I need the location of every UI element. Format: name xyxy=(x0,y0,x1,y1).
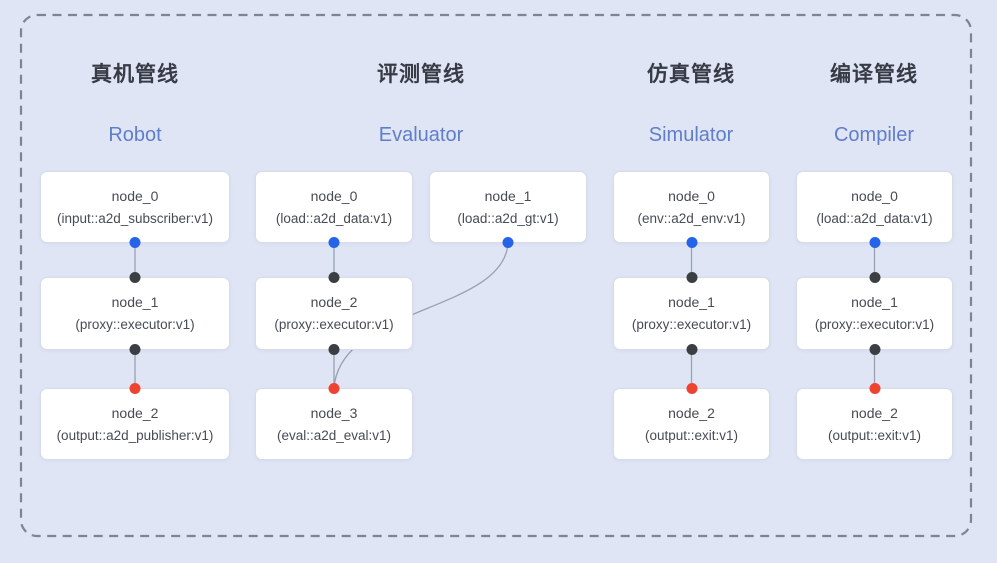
node-type: (load::a2d_data:v1) xyxy=(275,210,393,226)
node-title: node_2 xyxy=(111,404,159,421)
output-port-icon xyxy=(502,237,514,248)
node-title: node_2 xyxy=(851,404,898,421)
input-port-icon xyxy=(129,272,141,283)
output-port-icon xyxy=(686,237,697,248)
input-port-icon xyxy=(328,383,340,394)
node-type: (load::a2d_data:v1) xyxy=(816,210,933,226)
node-type: (output::a2d_publisher:v1) xyxy=(56,427,214,443)
pipeline-title-zh: 评测管线 xyxy=(377,63,465,86)
output-port-icon xyxy=(129,344,141,355)
node-type: (output::exit:v1) xyxy=(644,427,739,443)
node-simulator-node0[interactable]: node_0 (env::a2d_env:v1) xyxy=(613,171,770,248)
node-title: node_0 xyxy=(668,187,715,204)
node-title: node_0 xyxy=(111,187,159,204)
node-evaluator-node3[interactable]: node_3 (eval::a2d_eval:v1) xyxy=(255,383,413,460)
node-type: (proxy::executor:v1) xyxy=(274,317,394,332)
pipeline-title-zh: 编译管线 xyxy=(830,63,918,86)
output-port-icon xyxy=(686,344,697,355)
output-port-icon xyxy=(328,344,340,355)
node-title: node_1 xyxy=(111,294,159,310)
pipeline-title-en: Evaluator xyxy=(378,124,464,146)
node-simulator-node1[interactable]: node_1 (proxy::executor:v1) xyxy=(613,272,770,355)
output-port-icon xyxy=(869,344,880,355)
node-title: node_0 xyxy=(851,187,898,204)
pipeline-title-en: Simulator xyxy=(648,124,734,146)
input-port-icon xyxy=(686,272,697,283)
output-port-icon xyxy=(129,237,141,248)
node-evaluator-node2[interactable]: node_2 (proxy::executor:v1) xyxy=(255,272,413,355)
node-type: (eval::a2d_eval:v1) xyxy=(276,427,392,443)
output-port-icon xyxy=(328,237,340,248)
node-title: node_1 xyxy=(851,294,898,310)
node-type: (proxy::executor:v1) xyxy=(631,317,752,332)
node-simulator-node2[interactable]: node_2 (output::exit:v1) xyxy=(613,383,770,460)
header-simulator: 仿真管线 Simulator xyxy=(581,62,801,148)
input-port-icon xyxy=(869,272,880,283)
node-type: (proxy::executor:v1) xyxy=(814,317,935,332)
node-type: (load::a2d_gt:v1) xyxy=(457,210,559,226)
node-type: (output::exit:v1) xyxy=(827,427,922,443)
node-title: node_1 xyxy=(668,294,715,310)
node-type: (input::a2d_subscriber:v1) xyxy=(56,210,214,226)
node-title: node_0 xyxy=(310,187,358,204)
output-port-icon xyxy=(869,237,880,248)
node-title: node_2 xyxy=(668,404,715,421)
node-evaluator-node0[interactable]: node_0 (load::a2d_data:v1) xyxy=(255,171,413,248)
input-port-icon xyxy=(328,272,340,283)
node-evaluator-node1[interactable]: node_1 (load::a2d_gt:v1) xyxy=(429,171,587,248)
input-port-icon xyxy=(869,383,880,394)
input-port-icon xyxy=(686,383,697,394)
node-title: node_1 xyxy=(484,187,532,204)
pipeline-title-en: Compiler xyxy=(833,124,915,146)
header-robot: 真机管线 Robot xyxy=(25,62,245,148)
node-title: node_3 xyxy=(310,404,358,421)
node-compiler-node0[interactable]: node_0 (load::a2d_data:v1) xyxy=(796,171,953,248)
header-compiler: 编译管线 Compiler xyxy=(764,62,984,148)
node-robot-node0[interactable]: node_0 (input::a2d_subscriber:v1) xyxy=(40,171,230,248)
pipeline-title-zh: 真机管线 xyxy=(91,63,179,86)
input-port-icon xyxy=(129,383,141,394)
header-evaluator: 评测管线 Evaluator xyxy=(311,62,531,148)
node-compiler-node2[interactable]: node_2 (output::exit:v1) xyxy=(796,383,953,460)
node-compiler-node1[interactable]: node_1 (proxy::executor:v1) xyxy=(796,272,953,355)
pipeline-title-en: Robot xyxy=(108,124,162,146)
pipeline-title-zh: 仿真管线 xyxy=(647,63,735,86)
node-type: (env::a2d_env:v1) xyxy=(637,210,746,226)
node-robot-node2[interactable]: node_2 (output::a2d_publisher:v1) xyxy=(40,383,230,460)
node-robot-node1[interactable]: node_1 (proxy::executor:v1) xyxy=(40,272,230,355)
node-title: node_2 xyxy=(310,294,358,310)
node-type: (proxy::executor:v1) xyxy=(75,317,195,332)
